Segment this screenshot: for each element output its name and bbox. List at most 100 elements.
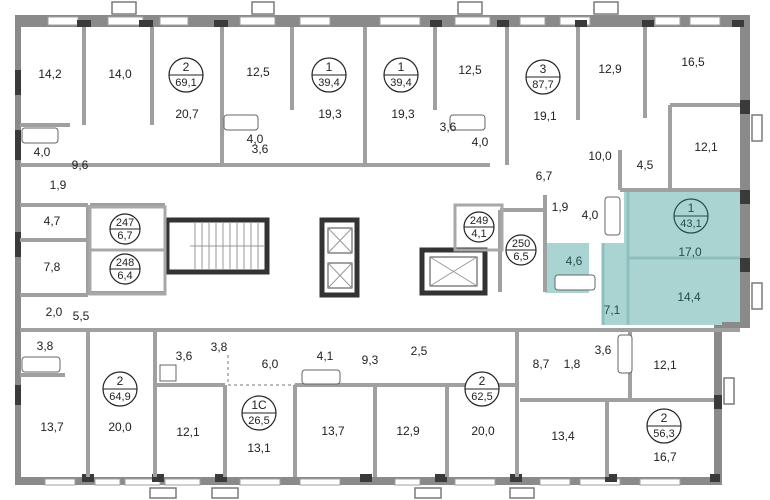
apartment-badges: 2 69,1 1 39,4 1 39,4 3 87,7 1 43,1 2 64,… (102, 57, 709, 444)
bathroom-fixtures (21, 114, 633, 385)
room-area: 10,0 (588, 149, 612, 163)
apartment-rooms: 2 (117, 374, 124, 388)
room-area: 2,0 (46, 305, 63, 319)
room-area: 1,9 (552, 200, 569, 214)
room-area: 9,6 (72, 158, 89, 172)
apartment-badge[interactable]: 2 69,1 (168, 57, 204, 93)
apartment-area: 39,4 (390, 77, 411, 89)
room-area: 1,8 (564, 357, 581, 371)
apartment-rooms: 3 (540, 62, 547, 76)
room-area: 17,0 (678, 245, 702, 259)
room-area: 4,6 (566, 254, 583, 268)
apartment-badge[interactable]: 3 87,7 (525, 59, 561, 95)
room-area: 3,6 (176, 349, 193, 363)
room-area: 7,8 (44, 260, 61, 274)
room-area: 12,5 (246, 65, 270, 79)
storage-walls (88, 203, 504, 296)
apartment-badge[interactable]: 2 56,3 (646, 408, 682, 444)
apartment-badge[interactable]: 2 62,5 (464, 371, 500, 407)
room-area: 12,9 (396, 424, 420, 438)
room-area: 12,5 (458, 63, 482, 77)
room-area: 13,7 (40, 420, 64, 434)
room-area: 4,1 (317, 349, 334, 363)
storage-badge[interactable]: 248 6,4 (109, 253, 141, 285)
highlighted-apartment-walls (601, 192, 740, 325)
windows-bottom (44, 478, 681, 486)
room-area: 3,6 (252, 142, 269, 156)
room-area: 12,1 (176, 425, 200, 439)
apartment-area: 87,7 (532, 79, 553, 91)
apartment-rooms: 2 (183, 60, 190, 74)
storage-number: 248 (116, 257, 134, 269)
storage-badge[interactable]: 249 4,1 (463, 211, 495, 243)
room-area: 9,3 (362, 353, 379, 367)
room-area: 7,1 (604, 303, 621, 317)
room-area: 12,1 (694, 140, 718, 154)
stair-steps (190, 222, 265, 270)
room-area: 20,0 (471, 424, 495, 438)
room-area: 4,0 (582, 208, 599, 222)
apartment-rooms: 1 (326, 60, 333, 74)
room-area: 13,1 (247, 441, 271, 455)
room-area: 16,7 (653, 450, 677, 464)
apartment-badge[interactable]: 1 39,4 (383, 57, 419, 93)
room-area: 13,4 (551, 429, 575, 443)
storage-area: 6,4 (117, 270, 132, 282)
room-area: 14,0 (108, 67, 132, 81)
storage-number: 249 (470, 215, 488, 227)
apartment-rooms: 1 (398, 60, 405, 74)
room-area: 12,1 (653, 358, 677, 372)
apartment-badge[interactable]: 1 39,4 (311, 57, 347, 93)
storage-area: 6,5 (513, 251, 528, 263)
apartment-badge[interactable]: 1С 26,5 (241, 395, 277, 431)
room-area: 14,2 (38, 67, 62, 81)
apartment-rooms: 1С (251, 398, 267, 412)
storage-number: 247 (116, 217, 134, 229)
room-area: 4,0 (247, 132, 264, 146)
room-area: 4,0 (34, 145, 51, 159)
apartment-area: 39,4 (318, 77, 339, 89)
elevators (319, 217, 488, 298)
storage-badges: 247 6,7 248 6,4 249 4,1 250 6,5 (109, 211, 537, 285)
apartment-rooms: 2 (479, 374, 486, 388)
room-area-labels: 14,2 14,0 20,7 12,5 19,3 19,3 12,5 19,1 … (34, 55, 718, 464)
room-area: 19,3 (391, 107, 415, 121)
stairwell (164, 217, 270, 275)
interior-walls (20, 27, 740, 477)
room-area: 12,9 (598, 62, 622, 76)
storage-area: 4,1 (471, 228, 486, 240)
apartment-area: 69,1 (175, 77, 196, 89)
apartment-area: 43,1 (680, 218, 701, 230)
room-area: 2,5 (411, 344, 428, 358)
room-area: 14,4 (677, 290, 701, 304)
room-area: 5,5 (73, 309, 90, 323)
room-area: 4,5 (637, 158, 654, 172)
room-area: 3,8 (37, 339, 54, 353)
room-area: 3,6 (595, 343, 612, 357)
room-area: 3,6 (440, 120, 457, 134)
room-area: 16,5 (681, 55, 705, 69)
balconies-right (723, 114, 763, 405)
structural-pillars (15, 20, 750, 482)
room-area: 6,7 (536, 169, 553, 183)
apartment-rooms: 2 (661, 411, 668, 425)
room-area: 19,1 (533, 109, 557, 123)
room-area: 1,9 (50, 178, 67, 192)
room-area: 19,3 (318, 107, 342, 121)
room-area: 4,0 (472, 135, 489, 149)
room-area: 20,7 (175, 107, 199, 121)
apartment-area: 64,9 (109, 391, 130, 403)
apartment-badge-selected[interactable]: 1 43,1 (673, 198, 709, 234)
storage-badge[interactable]: 247 6,7 (109, 213, 141, 245)
storage-badge[interactable]: 250 6,5 (505, 234, 537, 266)
apartment-rooms: 1 (688, 201, 695, 215)
room-area: 8,7 (533, 357, 550, 371)
balconies-top (111, 1, 619, 15)
room-area: 6,0 (262, 357, 279, 371)
apartment-badge[interactable]: 2 64,9 (102, 371, 138, 407)
balconies-bottom (149, 487, 535, 499)
storage-number: 250 (512, 238, 530, 250)
room-area: 3,8 (211, 340, 228, 354)
apartment-area: 56,3 (653, 428, 674, 440)
